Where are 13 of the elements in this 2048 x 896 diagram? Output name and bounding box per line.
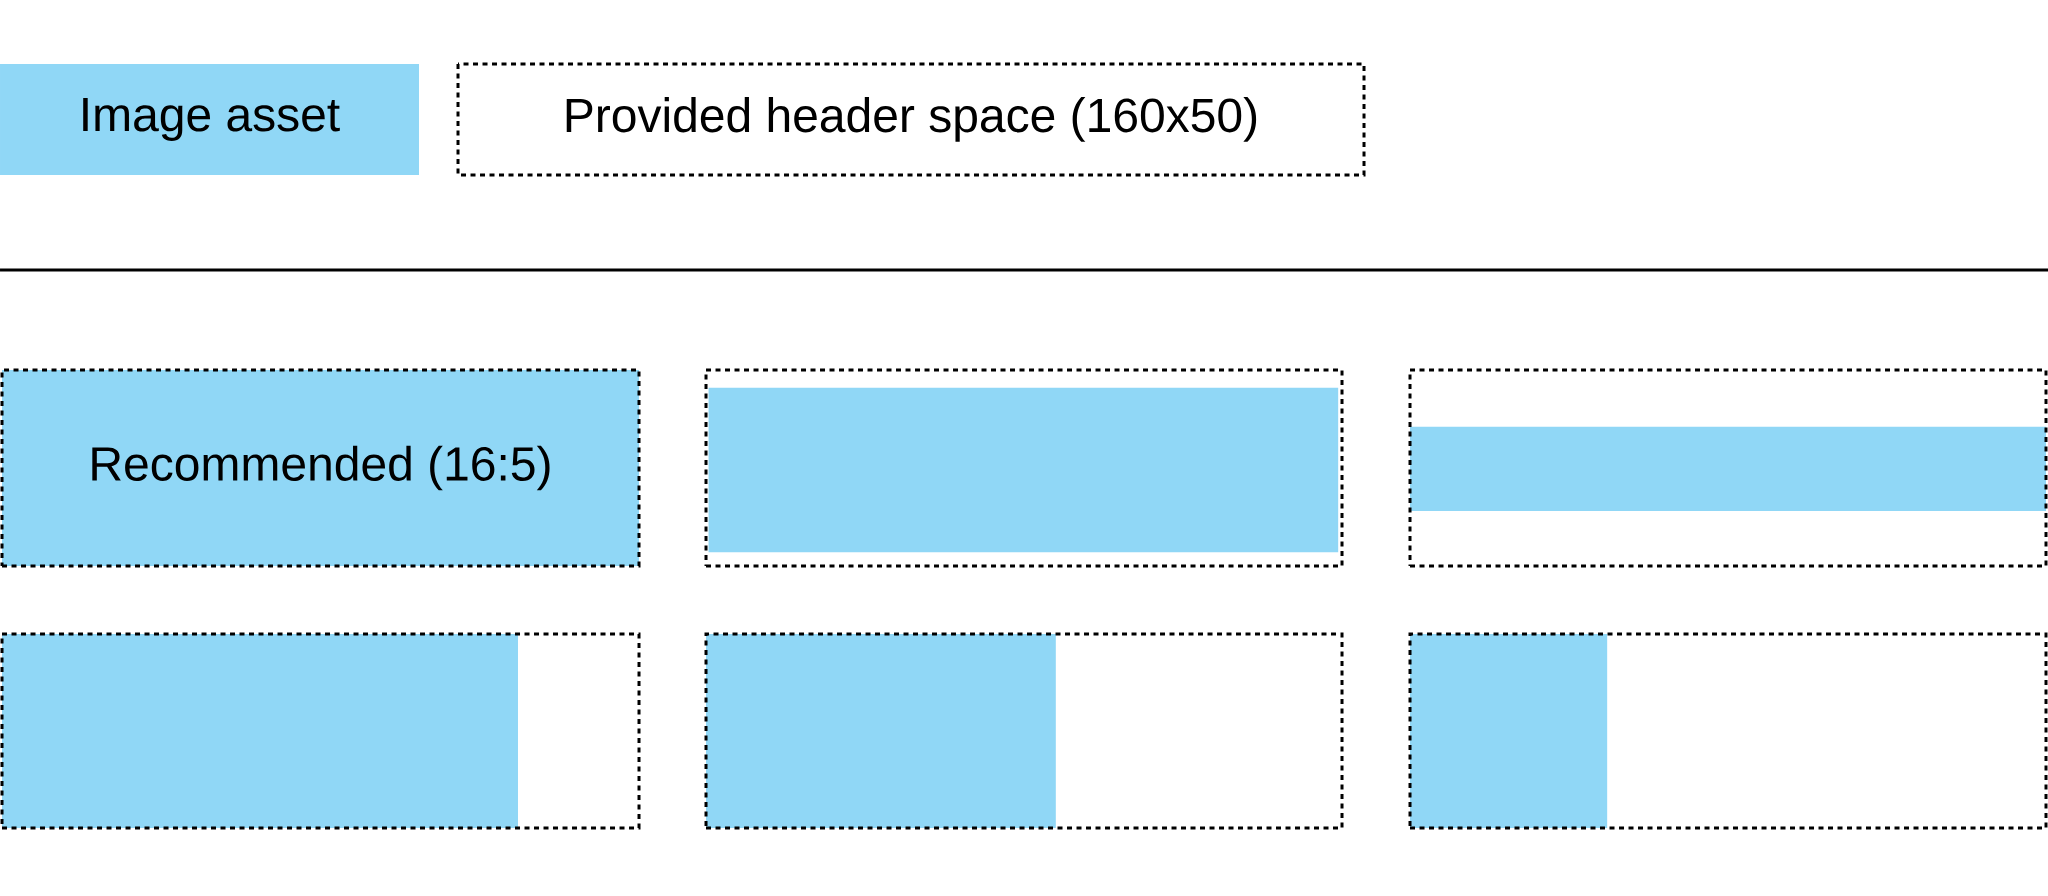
header-frame <box>1408 632 2048 830</box>
header-frame <box>0 632 641 830</box>
header-frame <box>704 632 1344 830</box>
header-frame <box>704 368 1344 568</box>
header-frame <box>1408 368 2048 568</box>
image-fill <box>708 387 1339 553</box>
image-box: Recommended (16:5) <box>0 368 641 568</box>
image-fill <box>706 634 1056 828</box>
image-fill <box>2 634 518 828</box>
legend-label: Image asset <box>83 98 340 141</box>
legend-label: Provided header space (160x50) <box>566 97 1257 142</box>
image-fill <box>1410 634 1608 828</box>
image-fill <box>1410 426 2046 512</box>
